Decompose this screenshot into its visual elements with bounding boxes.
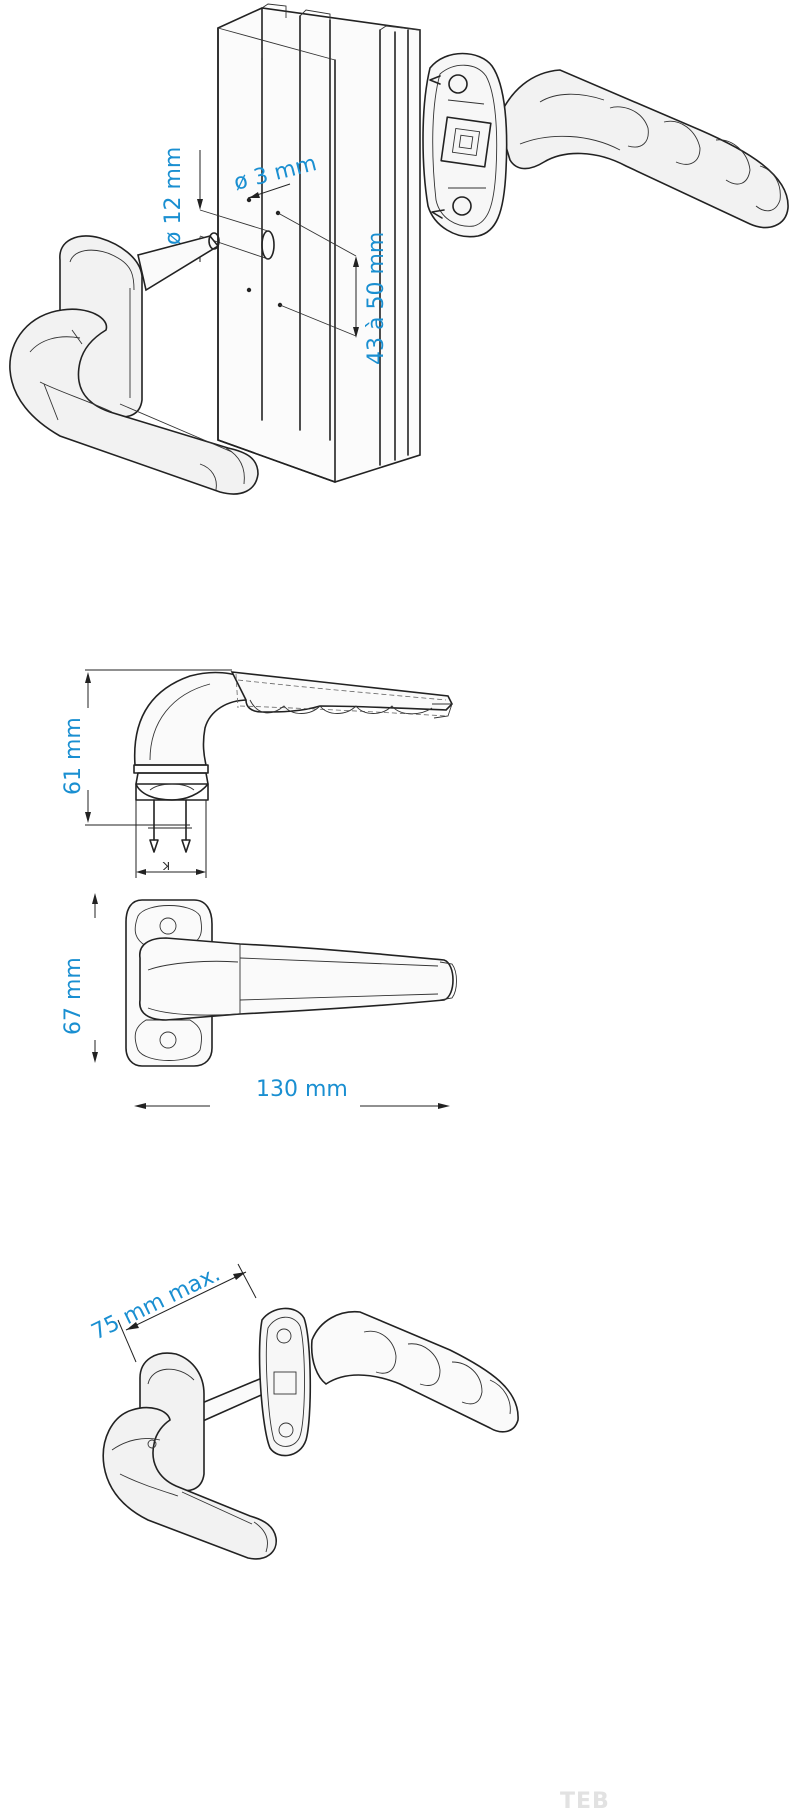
screw-spacing-dimension [353,256,359,338]
screw-spacing-label: 43 à 50 mm [364,232,389,365]
rear-handle [422,52,789,238]
screw-hole-top [246,197,252,203]
installation-exploded-view: ø 12 mm ø 3 mm 43 à 50 mm [9,3,789,495]
max-thickness-label: 75 mm max. [88,1262,225,1346]
handle-length-label: 130 mm [256,1077,348,1102]
handle-height-label: 61 mm [61,717,86,795]
front-view [92,893,457,1109]
assembled-view: 75 mm max. [88,1262,519,1560]
rosette-height-label: 67 mm [61,957,86,1035]
side-view [85,669,453,878]
spindle-hole-label: ø 12 mm [161,147,186,245]
screw-hole-bottom [246,287,252,293]
watermark-logo: TEB [560,1789,610,1814]
front-handle [9,232,259,495]
dimension-views: K 61 mm 67 mm [61,669,457,1109]
square-spindle-label: K [162,859,170,872]
window-profile [199,3,421,483]
